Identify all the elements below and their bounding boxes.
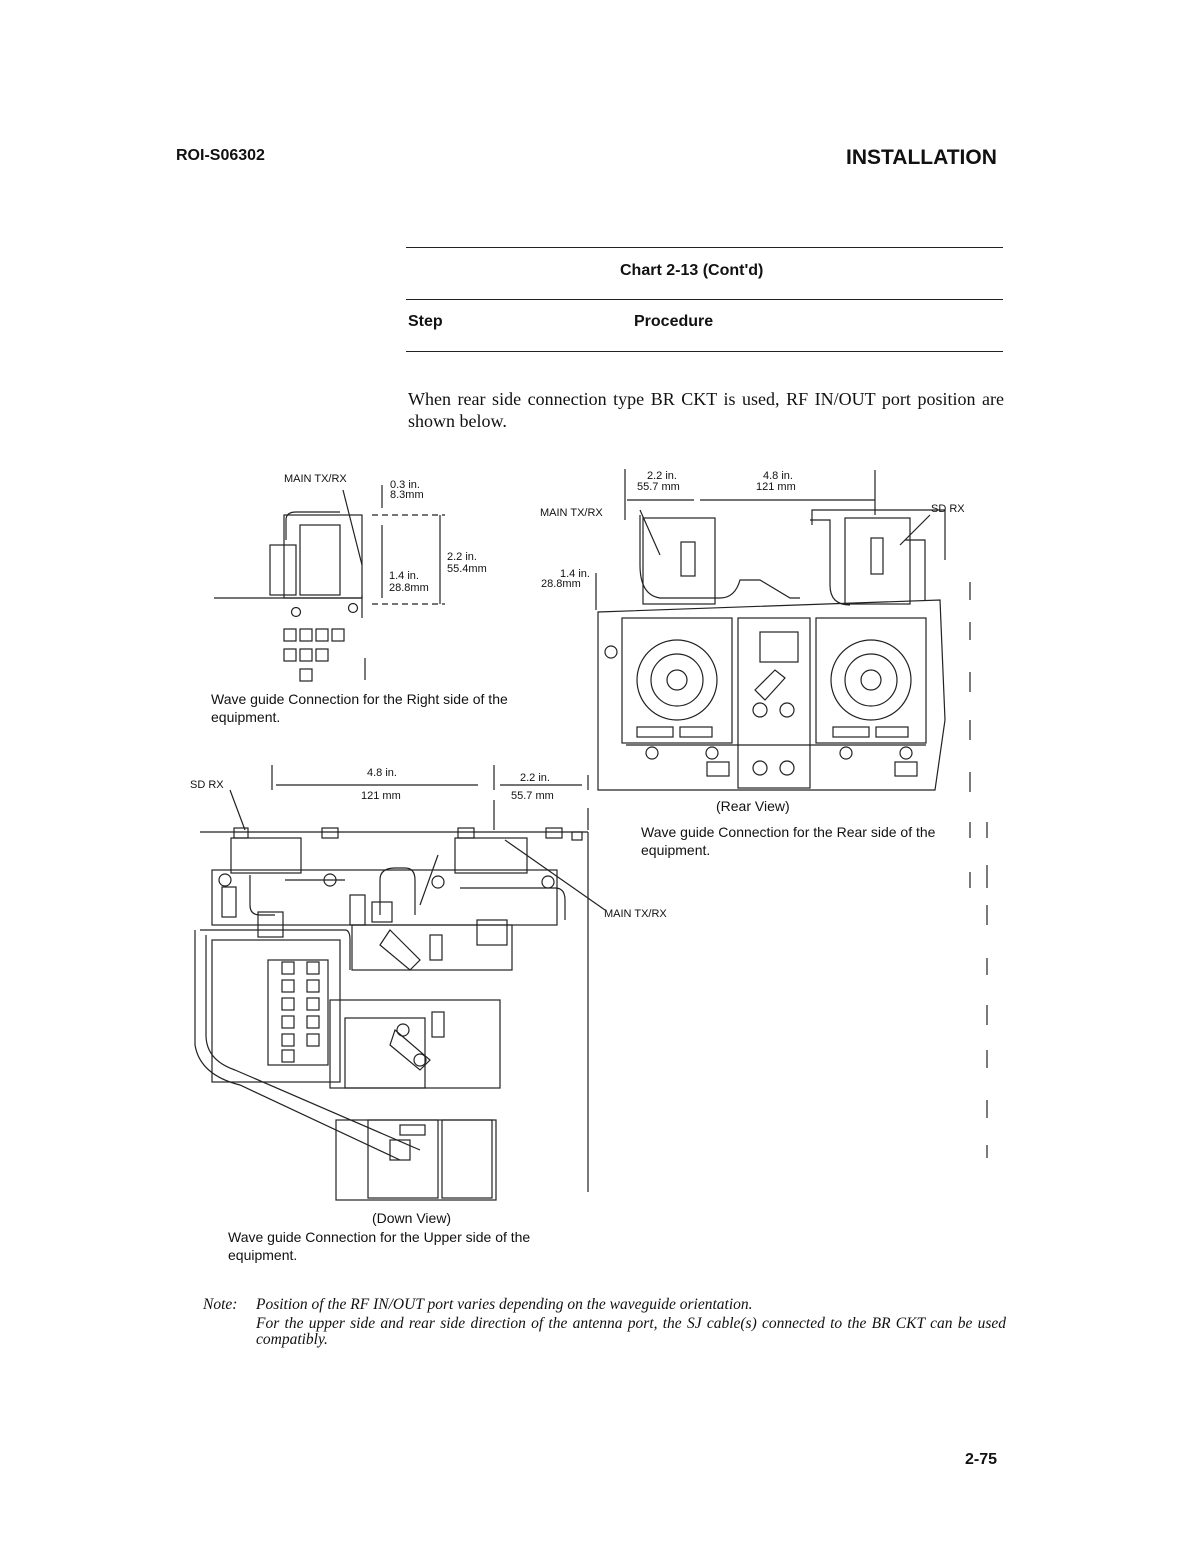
- page-number: 2-75: [965, 1451, 998, 1468]
- note-label: Note:: [203, 1296, 238, 1313]
- right-dim-a-in: 0.3 in.: [390, 479, 420, 491]
- upper-dim-a-in: 4.8 in.: [367, 767, 397, 779]
- rule-top: [406, 247, 1003, 248]
- column-procedure: Procedure: [634, 313, 714, 330]
- right-side-view-drawing: [214, 485, 445, 682]
- intro-paragraph: When rear side connection type BR CKT is…: [408, 389, 1004, 431]
- section-title: INSTALLATION: [846, 146, 997, 169]
- rear-dim-a-in: 2.2 in.: [647, 470, 677, 482]
- right-side-caption: Wave guide Connection for the Right side…: [211, 691, 508, 725]
- upper-dim-a-mm: 121 mm: [361, 790, 401, 802]
- right-dim-c-in: 1.4 in.: [389, 570, 419, 582]
- down-view-drawing: [194, 765, 606, 1201]
- upper-label-sd-rx: SD RX: [190, 779, 224, 791]
- rear-label-sd-rx: SD RX: [931, 503, 965, 515]
- rear-view-drawing: [595, 469, 988, 1158]
- rear-dim-b-in: 4.8 in.: [763, 470, 793, 482]
- rule-mid: [406, 299, 1003, 300]
- upper-dim-b-in: 2.2 in.: [520, 772, 550, 784]
- upper-dim-b-mm: 55.7 mm: [511, 790, 554, 802]
- upper-label-main-txrx: MAIN TX/RX: [604, 908, 667, 920]
- upper-side-caption: Wave guide Connection for the Upper side…: [228, 1229, 531, 1263]
- note-line-1: Position of the RF IN/OUT port varies de…: [256, 1296, 753, 1313]
- rule-bottom: [406, 351, 1003, 352]
- note-line-2: For the upper side and rear side directi…: [256, 1315, 1006, 1348]
- right-dim-b-mm: 55.4mm: [447, 563, 487, 575]
- rear-view-title: (Rear View): [716, 798, 790, 814]
- rear-dim-c-in: 1.4 in.: [560, 568, 590, 580]
- rear-dim-a-mm: 55.7 mm: [637, 481, 680, 493]
- right-label-main-txrx: MAIN TX/RX: [284, 473, 347, 485]
- rear-dim-b-mm: 121 mm: [756, 481, 796, 493]
- chart-title: Chart 2-13 (Cont'd): [620, 262, 764, 279]
- rear-label-main-txrx: MAIN TX/RX: [540, 507, 603, 519]
- rear-dim-c-mm: 28.8mm: [541, 578, 581, 590]
- document-id: ROI-S06302: [176, 147, 265, 164]
- column-step: Step: [408, 313, 443, 330]
- right-dim-b-in: 2.2 in.: [447, 551, 477, 563]
- down-view-title: (Down View): [372, 1210, 452, 1226]
- rear-side-caption: Wave guide Connection for the Rear side …: [641, 824, 936, 858]
- right-dim-a-mm: 8.3mm: [390, 489, 424, 501]
- right-dim-c-mm: 28.8mm: [389, 582, 429, 594]
